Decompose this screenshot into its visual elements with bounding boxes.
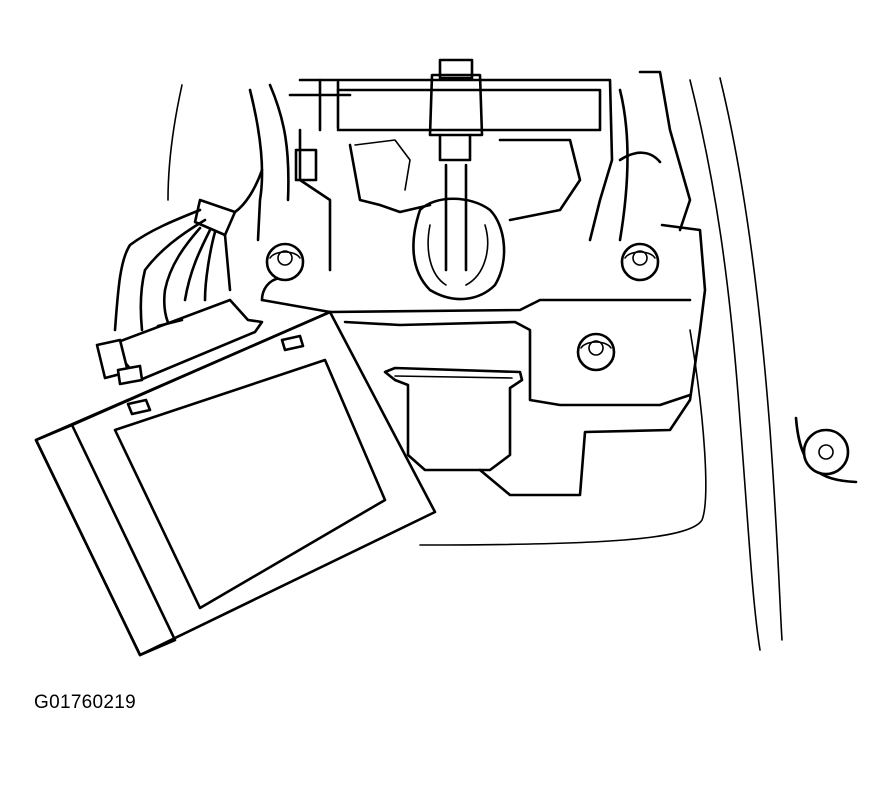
shifter-frame	[248, 70, 692, 272]
bolt-group	[265, 242, 850, 476]
shift-lever	[412, 58, 506, 301]
console-outline	[167, 77, 858, 651]
bolt-icon	[576, 332, 616, 372]
figure-id-label: G01760219	[34, 692, 137, 713]
bolt-icon	[265, 242, 305, 282]
connector-plug	[95, 298, 264, 386]
control-module-icon	[34, 310, 437, 657]
bolt-icon	[620, 242, 660, 282]
bolt-icon	[802, 428, 850, 476]
wire-harness	[113, 168, 264, 332]
console-base	[260, 223, 707, 497]
